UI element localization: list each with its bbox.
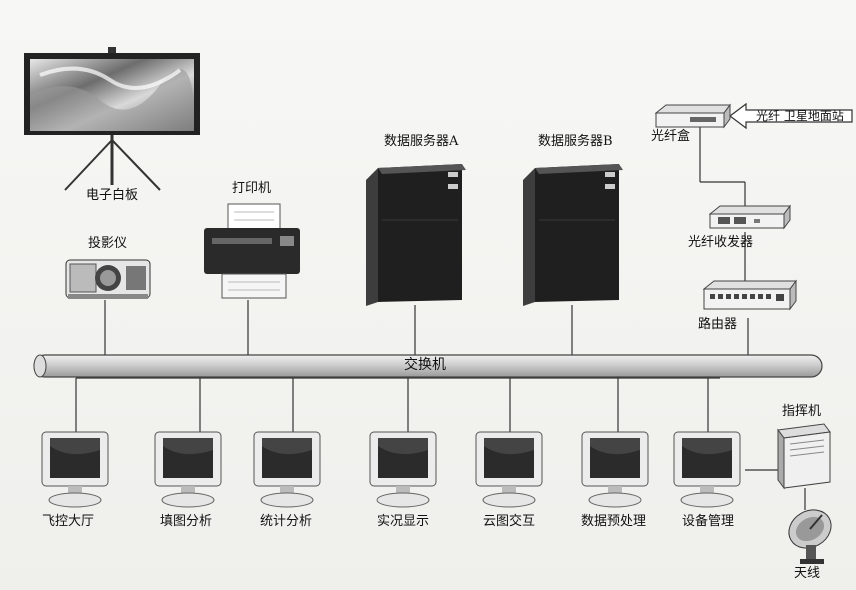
switch-bus [28,353,828,381]
command-unit [774,422,834,492]
projector [64,254,154,302]
fiber-transceiver [708,204,794,232]
printer [200,200,305,302]
antenna [780,505,850,567]
server-b [519,160,629,308]
workstation-label: 飞控大厅 [42,514,95,529]
switch-label: 交换机 [404,357,446,373]
fiber-transceiver-label: 光纤收发器 [688,235,754,250]
workstation-label: 实况显示 [377,514,430,529]
workstation-label: 设备管理 [682,514,735,529]
whiteboard-label: 电子白板 [86,188,139,203]
workstation-label: 数据预处理 [581,514,647,529]
fiber-source-arrow [729,102,853,130]
server-a [362,160,472,308]
server-b-label: 数据服务器B [538,134,613,149]
workstation-monitor [368,430,440,510]
printer-label: 打印机 [232,181,272,196]
server-a-label: 数据服务器A [384,134,459,149]
workstation-label: 统计分析 [260,514,313,529]
router [702,279,800,315]
workstation-label: 云图交互 [483,514,536,529]
workstation-monitor [672,430,744,510]
antenna-label: 天线 [794,566,821,581]
workstation-monitor [474,430,546,510]
workstation-monitor [580,430,652,510]
workstation-monitor [252,430,324,510]
fiber-box [654,103,734,131]
workstation-monitor [153,430,225,510]
whiteboard [20,45,205,195]
workstation-label: 填图分析 [160,514,213,529]
fiber-source-label: 光纤 卫星地面站 [756,109,844,123]
router-label: 路由器 [698,317,738,332]
workstation-monitor [40,430,112,510]
fiber-box-label: 光纤盒 [651,129,691,144]
command-unit-label: 指挥机 [782,404,822,419]
projector-label: 投影仪 [88,236,128,251]
